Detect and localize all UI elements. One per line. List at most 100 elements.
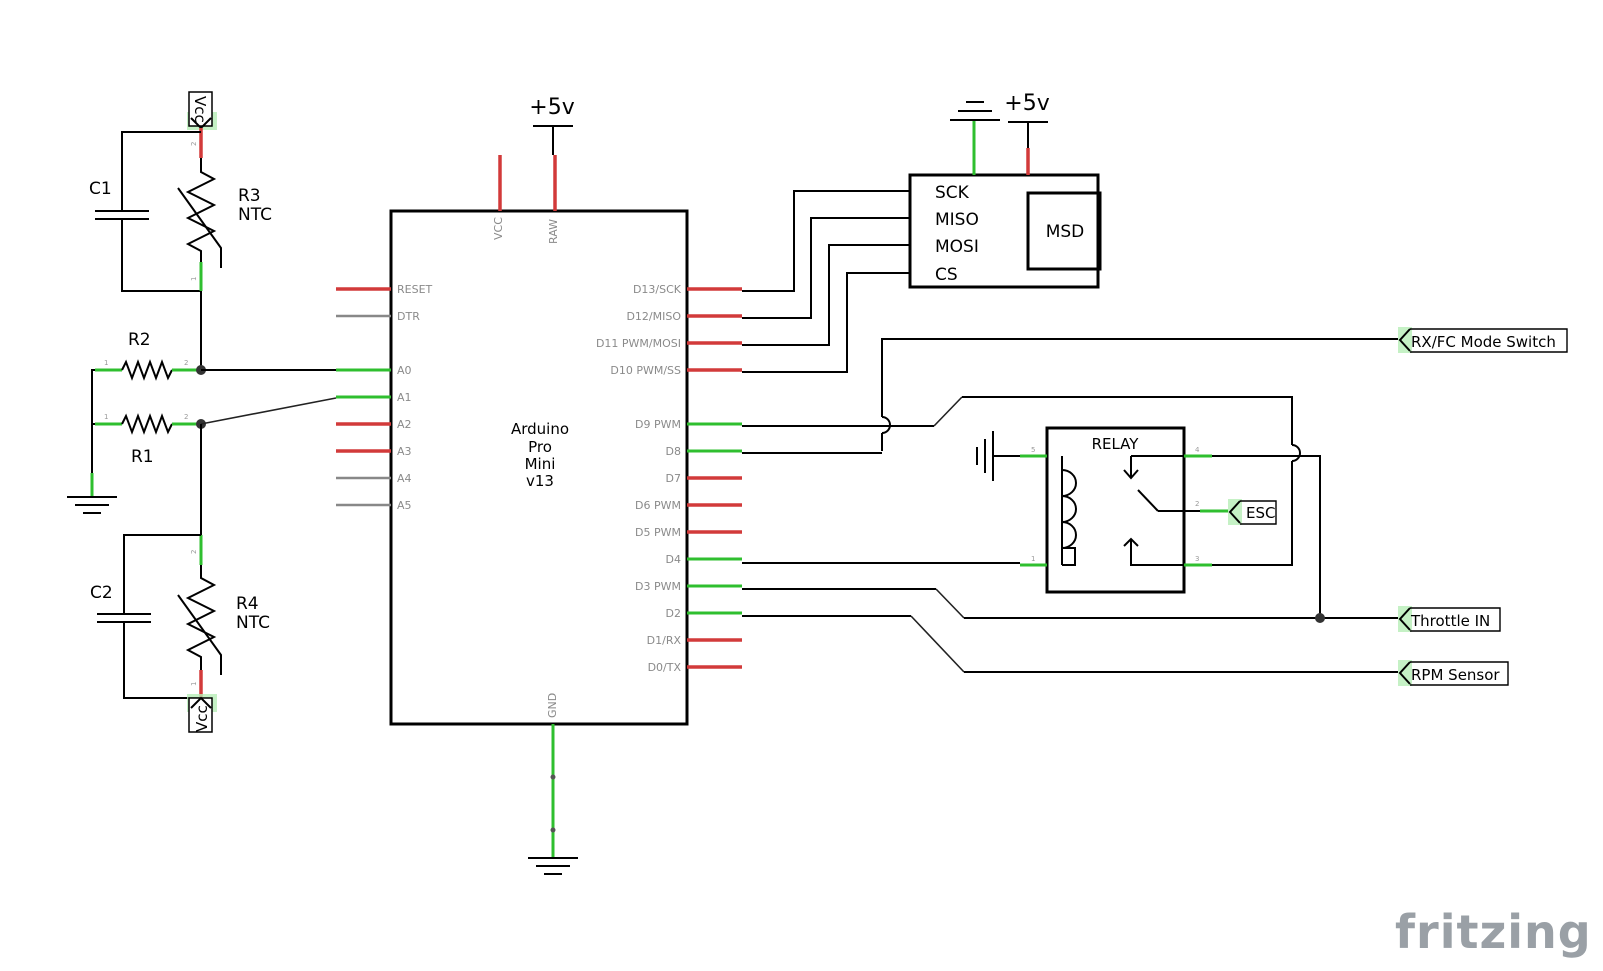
ground-symbol-msd	[950, 101, 1000, 121]
wire-sck	[742, 190, 910, 292]
ground-symbol-arduino	[528, 857, 578, 875]
svg-text:1: 1	[190, 277, 198, 281]
pin-gnd-label: GND	[546, 693, 559, 718]
pin-d8-label: D8	[666, 445, 681, 458]
r4-type-label: NTC	[236, 613, 270, 633]
r3-label: R3	[238, 186, 261, 206]
pin-a2-label: A2	[397, 418, 412, 431]
connector-throttle-in: Throttle IN	[1398, 606, 1501, 632]
relay-contact-arrow-down	[1123, 469, 1139, 480]
svg-text:2: 2	[190, 550, 198, 554]
pin-d7-label: D7	[666, 472, 681, 485]
c1-label: C1	[89, 179, 112, 199]
rpm-sensor-label: RPM Sensor	[1411, 666, 1500, 684]
svg-text:2: 2	[190, 142, 198, 146]
ground-symbol-thermistor	[67, 496, 117, 514]
arduino-name-line-2: Pro	[528, 438, 552, 456]
pin-reset-label: RESET	[397, 283, 433, 296]
r1-label: R1	[131, 447, 154, 467]
pin-d9-label: D9 PWM	[635, 418, 681, 431]
throttle-in-label: Throttle IN	[1410, 612, 1490, 630]
arduino-name-line-1: Arduino	[511, 420, 569, 438]
pin-d11-label: D11 PWM/MOSI	[596, 337, 681, 350]
resistor-r1: 1 2 R1	[95, 413, 201, 467]
pin-d4-label: D4	[666, 553, 681, 566]
right-pins: D13/SCK D12/MISO D11 PWM/MOSI D10 PWM/SS…	[596, 283, 742, 674]
left-pins: RESET DTR A0 A1 A2 A3 A4 A5	[336, 283, 433, 512]
capacitor-c1: C1	[89, 179, 201, 292]
power-5v-arduino: +5v	[529, 95, 575, 155]
pin-a4-label: A4	[397, 472, 412, 485]
pin-d12-label: D12/MISO	[626, 310, 681, 323]
wire-cs	[742, 272, 910, 373]
connector-esc: ESC	[1228, 499, 1277, 525]
spi-wires	[742, 190, 910, 373]
wire-bend-point	[550, 827, 556, 833]
pin-dtr-label: DTR	[397, 310, 420, 323]
wire-mosi	[742, 244, 910, 346]
capacitor-c2: C2	[90, 583, 201, 699]
power-5v-arduino-label: +5v	[529, 95, 574, 120]
wire-rx-fc-mode	[881, 338, 1398, 417]
relay-title: RELAY	[1092, 435, 1140, 453]
connector-rpm-sensor: RPM Sensor	[1398, 660, 1509, 686]
pin-a5-label: A5	[397, 499, 412, 512]
pin-d2-label: D2	[666, 607, 681, 620]
vcc-top-label: Vcc	[191, 96, 209, 123]
msd-title: MSD	[1046, 222, 1085, 242]
vcc-connector-bottom: Vcc	[187, 694, 217, 733]
thermistor-r4: R4 NTC	[177, 565, 270, 675]
junction-throttle	[1315, 613, 1325, 623]
fritzing-logo: fritzing	[1395, 905, 1592, 959]
svg-text:5: 5	[1031, 446, 1035, 454]
wire-bend-point	[550, 774, 556, 780]
connector-rx-fc-mode-switch: RX/FC Mode Switch	[1398, 327, 1568, 353]
arduino-name-line-4: v13	[526, 472, 554, 490]
rx-fc-mode-switch-label: RX/FC Mode Switch	[1411, 333, 1556, 351]
ground-symbol-relay	[976, 431, 1020, 481]
msd-pin-cs: CS	[935, 265, 958, 285]
vcc-connector-top: Vcc	[187, 91, 217, 130]
svg-text:2: 2	[184, 359, 188, 367]
relay-coil	[1061, 469, 1077, 549]
power-5v-msd: +5v	[1004, 91, 1050, 148]
msd-pin-mosi: MOSI	[935, 237, 979, 257]
r2-label: R2	[128, 330, 151, 350]
relay-contact-arrow-up	[1123, 537, 1139, 547]
msd-pin-sck: SCK	[935, 183, 970, 203]
svg-text:2: 2	[184, 413, 188, 421]
vcc-bottom-label: Vcc	[193, 705, 211, 732]
relay-switch-arm	[1137, 489, 1159, 512]
pin-d0-label: D0/TX	[648, 661, 682, 674]
msd-body	[908, 173, 1100, 289]
power-5v-msd-label: +5v	[1004, 91, 1049, 116]
r4-label: R4	[236, 594, 259, 614]
pin-a0-label: A0	[397, 364, 412, 377]
pin-raw-label: RAW	[547, 219, 560, 244]
esc-label: ESC	[1246, 504, 1275, 522]
svg-text:1: 1	[104, 359, 108, 367]
pin-vcc-label: VCC	[492, 217, 505, 240]
svg-text:2: 2	[1195, 500, 1199, 508]
wire-a1	[200, 397, 337, 425]
pin-a3-label: A3	[397, 445, 412, 458]
pin-d13-label: D13/SCK	[633, 283, 682, 296]
wire-miso	[742, 217, 910, 319]
svg-text:3: 3	[1195, 555, 1199, 563]
pin-d3-label: D3 PWM	[635, 580, 681, 593]
arduino-pro-mini: Arduino Pro Mini v13 VCC RAW GND RESET D…	[336, 155, 742, 858]
msd-inner-box	[1026, 191, 1102, 271]
msd-module: MSD SCK MISO MOSI CS	[908, 120, 1102, 289]
svg-text:1: 1	[1031, 555, 1035, 563]
svg-text:1: 1	[104, 413, 108, 421]
pin-d10-label: D10 PWM/SS	[610, 364, 681, 377]
resistor-r2: 1 2 R2	[95, 330, 201, 381]
thermistor-r3: R3 NTC	[177, 158, 272, 268]
arduino-body	[389, 209, 689, 726]
relay: RELAY 5 4 2 1 3	[1020, 426, 1228, 594]
pin-d5-label: D5 PWM	[635, 526, 681, 539]
svg-text:1: 1	[190, 682, 198, 686]
c2-label: C2	[90, 583, 113, 603]
pin-d1-label: D1/RX	[647, 634, 682, 647]
pin-a1-label: A1	[397, 391, 412, 404]
